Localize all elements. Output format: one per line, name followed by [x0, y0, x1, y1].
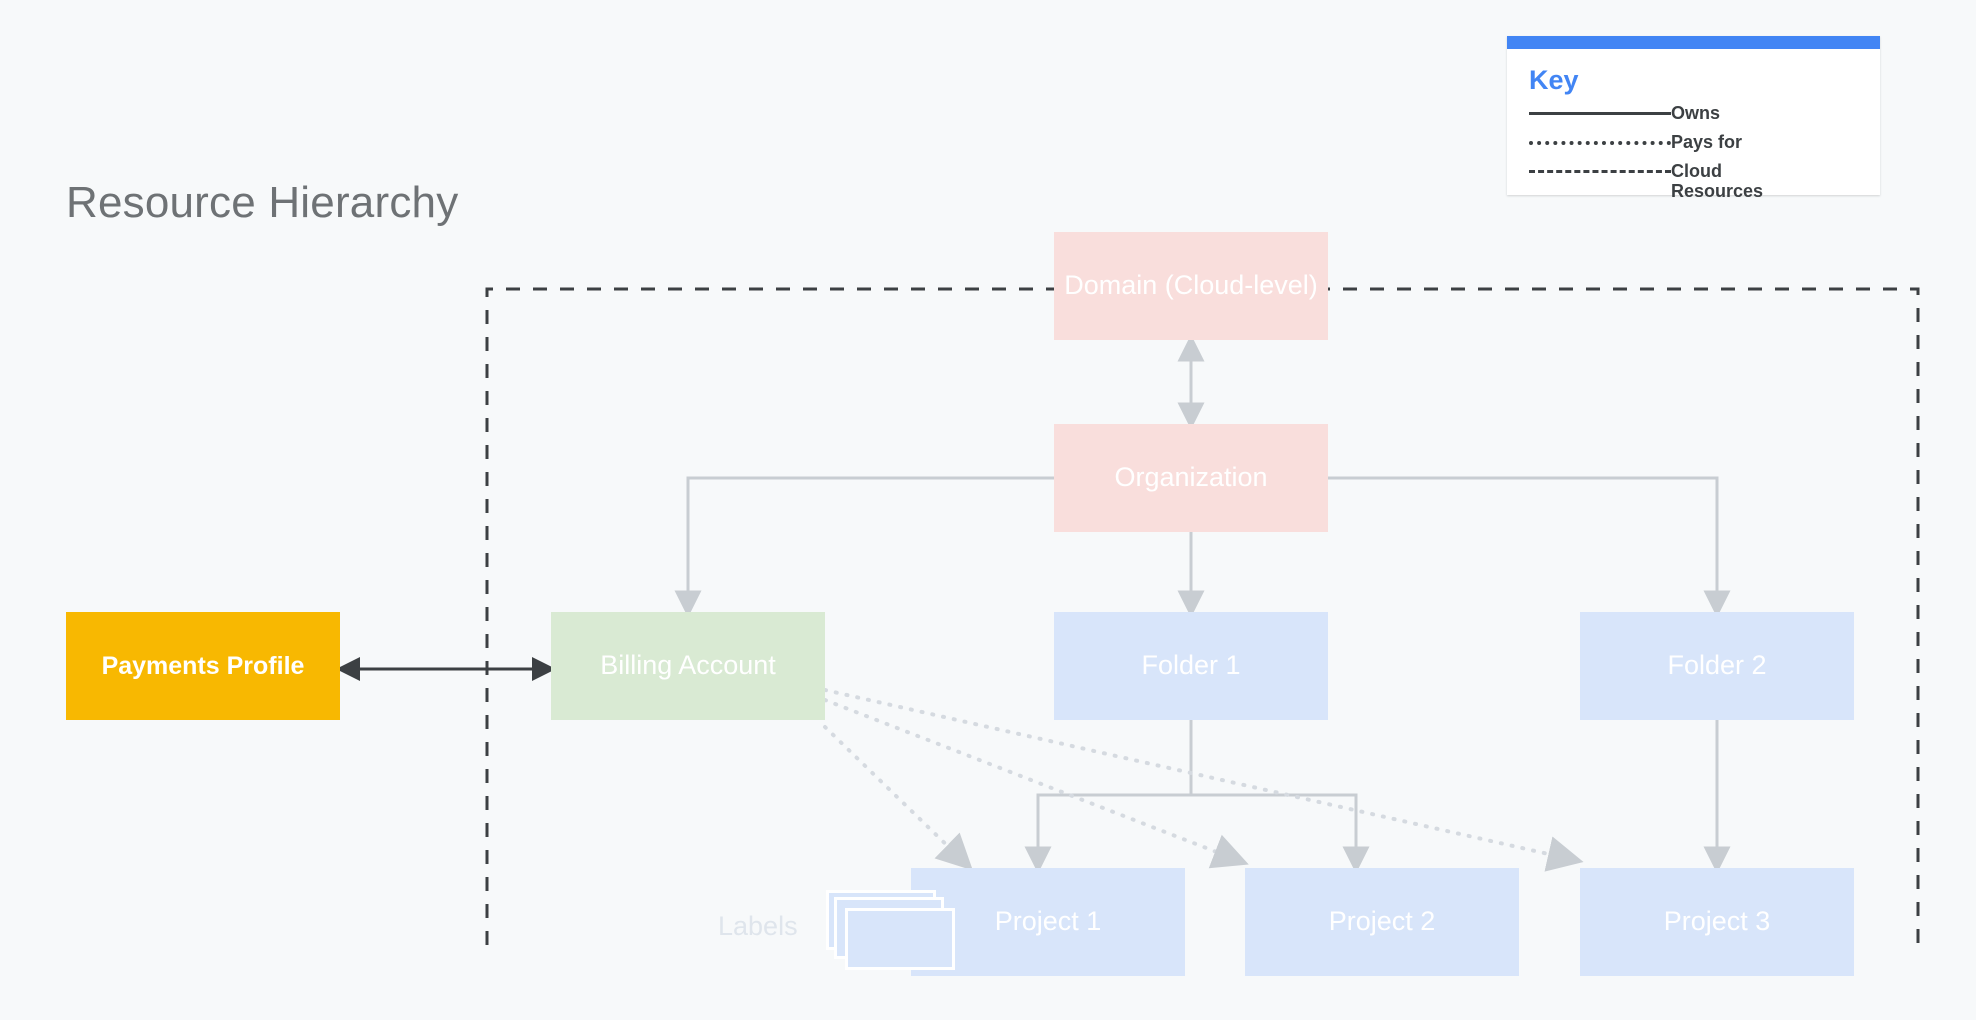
node-project-2-label: Project 2	[1328, 906, 1436, 937]
page-title: Resource Hierarchy	[66, 178, 459, 227]
node-billing-account-label: Billing Account	[600, 650, 776, 681]
key-entry-pays-for: Pays for	[1529, 132, 1858, 152]
edge-billing-project1	[823, 725, 973, 871]
node-domain[interactable]: Domain (Cloud-level)	[1054, 232, 1328, 340]
node-folder-1[interactable]: Folder 1	[1054, 612, 1328, 720]
key-entry-label: Cloud Resources	[1671, 161, 1764, 202]
line-sample-dotted-icon	[1529, 132, 1671, 151]
node-folder-2[interactable]: Folder 2	[1580, 612, 1854, 720]
node-organization[interactable]: Organization	[1054, 424, 1328, 532]
node-payments-profile-label: Payments Profile	[101, 651, 305, 680]
key-entry-label: Owns	[1671, 103, 1721, 123]
edge-folder1-project2	[1191, 793, 1370, 874]
line-sample-solid-icon	[1529, 103, 1671, 122]
node-project-1[interactable]: Project 1	[911, 868, 1185, 976]
node-project-2[interactable]: Project 2	[1245, 868, 1519, 976]
edge-organization-folder2	[1328, 476, 1731, 618]
key-entry-owns: Owns	[1529, 103, 1858, 123]
node-project-1-label: Project 1	[994, 906, 1102, 937]
edge-billing-project2	[823, 698, 1249, 869]
key-legend-panel: Key Owns Pays for Cloud Resources	[1507, 36, 1880, 201]
key-accent-bar	[1507, 36, 1880, 49]
edge-folder1-project1	[1024, 793, 1191, 874]
node-payments-profile[interactable]: Payments Profile	[66, 612, 340, 720]
node-billing-account[interactable]: Billing Account	[551, 612, 825, 720]
key-heading: Key	[1529, 65, 1579, 95]
labels-stack-icon	[826, 890, 964, 970]
node-organization-label: Organization	[1114, 462, 1268, 493]
node-project-3-label: Project 3	[1663, 906, 1771, 937]
labels-caption: Labels	[718, 911, 798, 941]
node-domain-label: Domain (Cloud-level)	[1064, 270, 1318, 301]
key-entry-label: Pays for	[1671, 132, 1743, 153]
node-folder-2-label: Folder 2	[1667, 650, 1767, 681]
node-folder-1-label: Folder 1	[1141, 650, 1241, 681]
node-project-3[interactable]: Project 3	[1580, 868, 1854, 976]
key-entry-cloud-resources: Cloud Resources	[1529, 161, 1858, 201]
edge-organization-billing	[674, 476, 1054, 618]
line-sample-dashed-icon	[1529, 161, 1671, 180]
cloud-resources-boundary	[485, 287, 1920, 945]
